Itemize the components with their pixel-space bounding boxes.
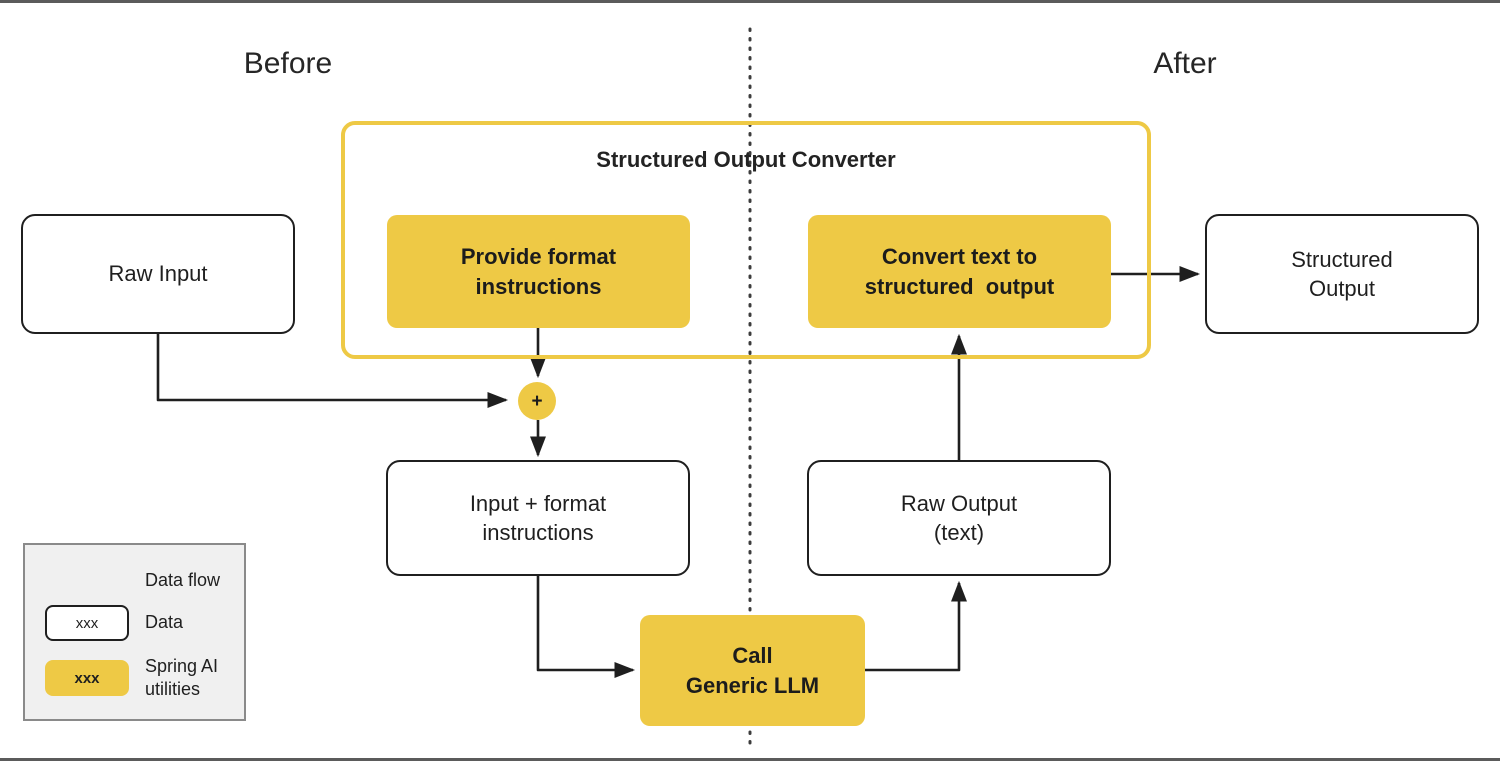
node-raw-output-label: Raw Output (text): [901, 489, 1017, 548]
node-structured-output-line2: Output: [1308, 276, 1376, 301]
node-convert-text-line2: structured output: [864, 273, 1055, 299]
node-call-generic-llm-line1: Call: [732, 643, 773, 669]
node-raw-input[interactable]: Raw Input: [21, 214, 295, 334]
legend-swatch-arrow: [45, 571, 129, 591]
node-raw-output-line2: (text): [933, 520, 985, 545]
node-plus-junction[interactable]: +: [518, 382, 556, 420]
legend-row-data: xxx Data: [45, 605, 183, 641]
node-raw-input-label: Raw Input: [108, 261, 208, 287]
node-input-plus-format-line2: instructions: [482, 520, 594, 545]
node-structured-output-line1: Structured: [1291, 246, 1393, 272]
plus-icon: +: [531, 390, 543, 412]
node-structured-output[interactable]: Structured Output: [1205, 214, 1479, 334]
node-call-generic-llm-line2: Generic LLM: [685, 672, 820, 698]
legend-swatch-data-text: xxx: [75, 614, 99, 632]
node-structured-output-label: Structured Output: [1291, 245, 1393, 304]
legend-swatch-util-box: xxx: [45, 660, 129, 697]
node-call-generic-llm[interactable]: Call Generic LLM: [640, 615, 865, 726]
node-call-generic-llm-label: Call Generic LLM: [686, 641, 819, 700]
phase-label-before: Before: [243, 47, 333, 80]
node-convert-text-to-structured-output[interactable]: Convert text to structured output: [808, 215, 1111, 328]
wire-call-llm-to-raw-output: [865, 580, 968, 672]
node-raw-output-line1: Raw Output: [900, 490, 1018, 516]
node-input-plus-format-instructions[interactable]: Input + format instructions: [386, 460, 690, 576]
legend-swatch-data-box: xxx: [45, 605, 129, 641]
node-provide-format-instructions[interactable]: Provide format instructions: [387, 215, 690, 328]
node-provide-format-line1: Provide format: [460, 244, 617, 270]
node-convert-text-line1: Convert text to: [881, 244, 1038, 270]
node-provide-format-label: Provide format instructions: [461, 242, 616, 301]
legend-panel: Data flow xxx Data xxx Spring AI utiliti…: [23, 543, 246, 721]
node-convert-text-label: Convert text to structured output: [865, 242, 1054, 301]
legend-row-data-flow: Data flow: [45, 569, 220, 592]
structured-output-converter-title: Structured Output Converter: [596, 147, 896, 172]
node-input-plus-format-line1: Input + format: [469, 490, 607, 516]
legend-label-data: Data: [145, 612, 184, 633]
structured-output-converter-container: [341, 121, 1151, 359]
node-raw-output[interactable]: Raw Output (text): [807, 460, 1111, 576]
legend-swatch-util-text: xxx: [74, 669, 100, 687]
node-input-plus-format-label: Input + format instructions: [470, 489, 606, 548]
node-provide-format-line2: instructions: [475, 273, 602, 299]
wire-input-format-to-call-llm: [536, 576, 636, 679]
legend-label-spring-ai-utilities: Spring AI utilities: [145, 656, 219, 700]
legend-row-spring-ai-utilities: xxx Spring AI utilities: [45, 655, 218, 701]
phase-label-after: After: [1153, 47, 1217, 80]
legend-label-data-flow: Data flow: [145, 570, 221, 590]
